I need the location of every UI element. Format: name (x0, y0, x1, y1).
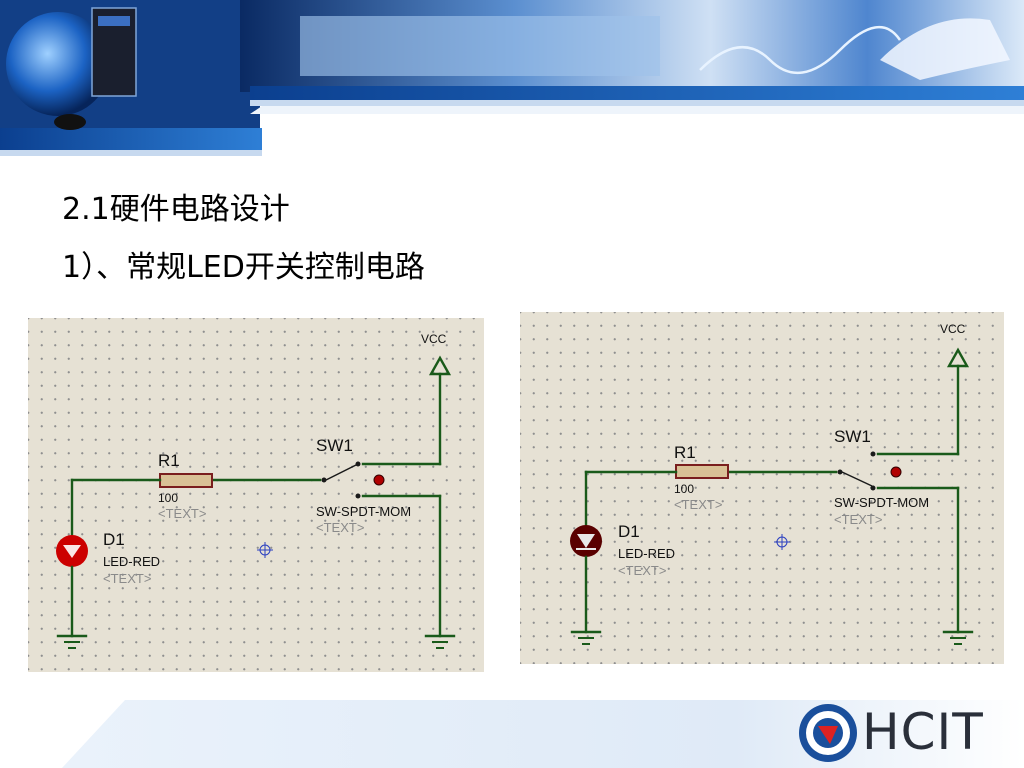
resistor-r1 (675, 464, 729, 479)
crosshair-marker-icon (774, 534, 790, 550)
slide-title: 2.1硬件电路设计 (62, 192, 290, 227)
led-text-label: <TEXT> (103, 571, 151, 586)
switch-push-button (890, 466, 902, 478)
switch-text-label: <TEXT> (316, 520, 364, 535)
crosshair-marker-icon (257, 542, 273, 558)
mouse-image (54, 114, 86, 130)
led-model-label: LED-RED (618, 546, 675, 561)
header-banner (0, 0, 1024, 156)
led-ref-label: D1 (103, 530, 125, 549)
ground-symbol-right (942, 630, 974, 645)
resistor-ref-label: R1 (158, 451, 180, 470)
switch-text-label: <TEXT> (834, 512, 882, 527)
switch-ref-label: SW1 (834, 427, 871, 446)
resistor-value-label: 100 (674, 482, 694, 496)
ground-symbol-left (570, 630, 602, 645)
keyboard-image (300, 16, 660, 76)
resistor-ref-label: R1 (674, 443, 696, 462)
vcc-arrow-icon (428, 355, 452, 376)
resistor-text-label: <TEXT> (158, 506, 206, 521)
ground-symbol-left (56, 634, 88, 649)
resistor-value-label: 100 (158, 491, 178, 505)
led-text-label: <TEXT> (618, 563, 666, 578)
switch-model-label: SW-SPDT-MOM (834, 495, 929, 510)
vcc-label: VCC (940, 322, 966, 336)
switch-ref-label: SW1 (316, 436, 353, 455)
resistor-text-label: <TEXT> (674, 497, 722, 512)
robot-hand-image (880, 18, 1010, 80)
globe-image (6, 12, 110, 116)
ground-symbol-right (424, 634, 456, 649)
footer-band (62, 700, 1024, 768)
circuit-diagram-led-on: VCC (28, 318, 484, 672)
switch-push-button (373, 474, 385, 486)
vcc-label: VCC (421, 332, 447, 346)
vcc-arrow-icon (946, 347, 970, 368)
hcit-emblem-icon (799, 704, 857, 762)
hcit-logo-text: HCIT (862, 703, 984, 761)
slide-subtitle: 1）、常规LED开关控制电路 (62, 250, 425, 285)
wave-line-image (699, 25, 902, 75)
switch-blade (325, 463, 359, 481)
switch-blade (841, 471, 873, 487)
switch-model-label: SW-SPDT-MOM (316, 504, 411, 519)
resistor-r1 (159, 473, 213, 488)
circuit-diagram-led-off: VCC (520, 312, 1004, 664)
led-model-label: LED-RED (103, 554, 160, 569)
led-ref-label: D1 (618, 522, 640, 541)
